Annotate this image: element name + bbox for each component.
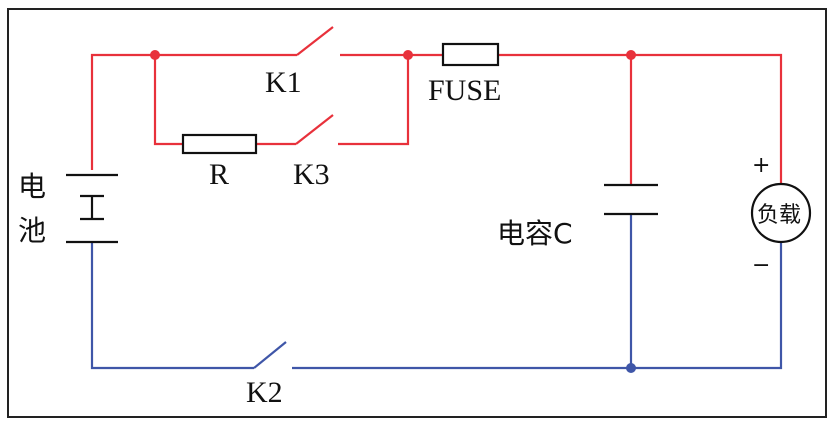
junction-dot-top-left	[150, 50, 160, 60]
wire-k3-node	[338, 55, 410, 146]
battery-label-bottom: 池	[18, 214, 46, 247]
load-minus-sign: −	[752, 253, 770, 278]
junction-dot-top-mid	[403, 50, 413, 60]
frame-border	[7, 8, 827, 418]
capacitor-label: 电容C	[497, 217, 573, 250]
load-label: 负载	[757, 203, 801, 228]
wire-battery-bottom	[90, 242, 254, 370]
positive-wires	[90, 26, 783, 185]
wire-precharge-left	[153, 55, 183, 146]
load-circle	[750, 182, 812, 244]
k2-label: K2	[246, 376, 283, 409]
battery-label-top: 电	[18, 170, 46, 203]
junction-dot-top-right	[626, 50, 636, 60]
resistor-body	[181, 133, 258, 155]
load-plus-sign: +	[752, 153, 770, 178]
k2-switch-blade	[253, 341, 287, 369]
wire-load-bottom	[631, 242, 783, 370]
k1-label: K1	[265, 66, 302, 99]
junction-dot-bottom	[626, 363, 636, 373]
wire-battery-top	[90, 53, 155, 170]
k3-label: K3	[293, 158, 330, 191]
negative-wires	[90, 214, 783, 370]
components	[66, 42, 812, 244]
resistor-label: R	[209, 158, 229, 191]
wire-fuse-load	[498, 53, 783, 185]
fuse-label: FUSE	[428, 74, 501, 107]
fuse-body	[441, 42, 500, 67]
k3-switch-blade	[295, 114, 334, 145]
k1-switch-blade	[296, 26, 334, 56]
